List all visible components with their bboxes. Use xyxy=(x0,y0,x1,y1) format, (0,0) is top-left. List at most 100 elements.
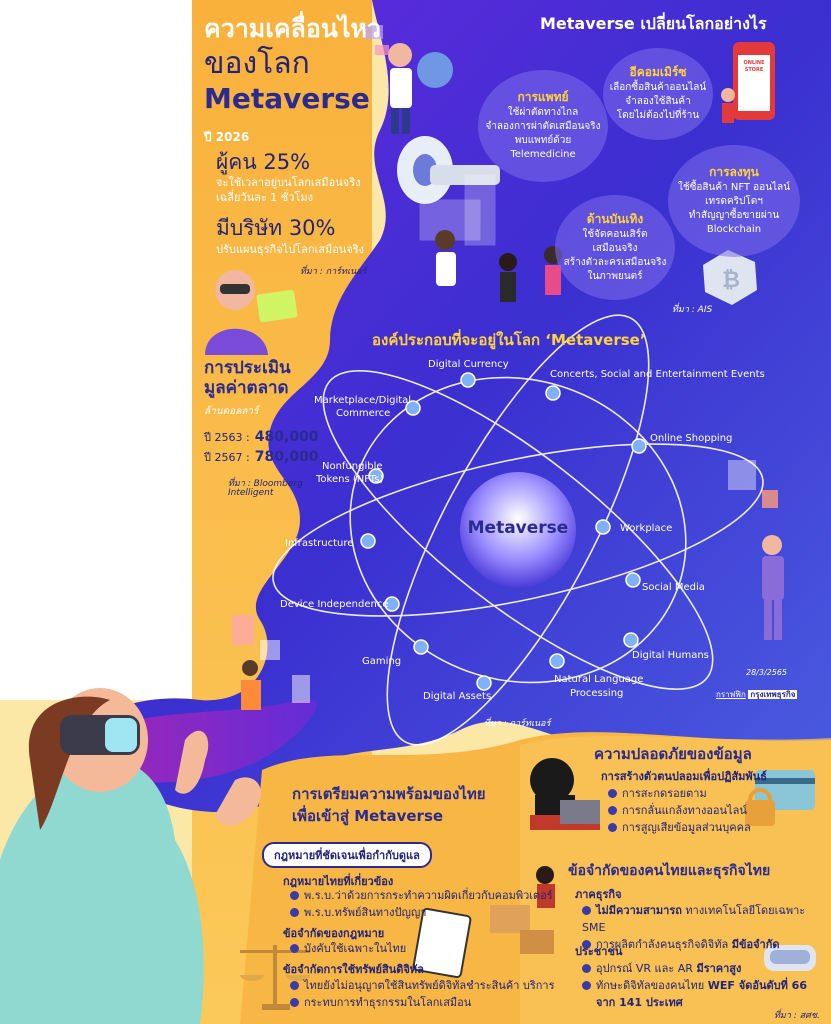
medical-line2: จำลองการผ่าตัดเสมือนจริง xyxy=(485,121,601,132)
store-sign: ONLINE STORE xyxy=(743,60,765,73)
medical-line4: Telemedicine xyxy=(510,149,576,160)
medical-line3: พบแพทย์ด้วย xyxy=(514,135,572,146)
ecommerce-line3: โดยไม่ต้องไปที่ร้าน xyxy=(616,110,700,121)
components-title: องค์ประกอบที่จะอยู่ในโลก ‘Metaverse’ xyxy=(372,331,646,349)
vr-woman-illustration xyxy=(0,688,262,1024)
graphic-credit: กราฟฟิก กรุงเทพธุรกิจ xyxy=(716,688,798,701)
bubble-investment: การลงทุน ใช้ซื้อสินค้า NFT ออนไลน์ เทรดค… xyxy=(668,145,800,257)
label-device-independence: Device Independence xyxy=(280,599,389,610)
label-nlp-2: Processing xyxy=(570,688,624,699)
related-law-list: พ.ร.บ.ว่าด้วยการกระทำความผิดเกี่ยวกับคอม… xyxy=(290,887,553,921)
graphic-date: 28/3/2565 xyxy=(746,668,788,677)
law-limits-heading: ข้อจำกัดของกฎหมาย xyxy=(283,927,385,940)
ui-panels-illustration xyxy=(232,615,310,710)
entertainment-line1: ใช้จัดคอนเสิร์ต xyxy=(582,228,648,240)
people-stat: ผู้คน 25% xyxy=(216,150,311,174)
asset-limits-item: ไทยยังไม่อนุญาตใช้สินทรัพย์ดิจิทัลชำระสิ… xyxy=(290,977,555,994)
label-nft-1: Nonfungible xyxy=(322,461,383,472)
prep-title-2: เพื่อเข้าสู่ Metaverse xyxy=(292,807,444,825)
market-row2-label: ปี 2567 : xyxy=(204,451,250,464)
svg-text:₿: ₿ xyxy=(722,268,740,293)
vr-headset-illustration xyxy=(764,945,816,971)
investment-line4: Blockchain xyxy=(706,224,762,235)
label-infrastructure: Infrastructure xyxy=(285,538,354,549)
ecommerce-title: อีคอมเมิร์ซ xyxy=(629,65,687,79)
title-line3: Metaverse xyxy=(204,82,370,115)
label-online-shopping: Online Shopping xyxy=(650,433,733,444)
bullet-icon xyxy=(582,906,591,915)
clipboard-illustration xyxy=(412,907,472,979)
title-line1: ความเคลื่อนไหว xyxy=(204,14,382,43)
source-bloomberg-1: ที่มา : Bloomberg xyxy=(228,479,303,489)
investment-line1: ใช้ซื้อสินค้า NFT ออนไลน์ xyxy=(677,182,791,193)
business-item: การผลิตกำลังคนธุรกิจดิจิทัล มีข้อจำกัด xyxy=(582,936,831,953)
law-limits-list: บังคับใช้เฉพาะในไทย xyxy=(290,940,406,957)
label-digital-assets: Digital Assets xyxy=(423,691,492,702)
scales-illustration xyxy=(240,945,310,1010)
market-row-2567: ปี 2567 : 780,000 xyxy=(204,446,319,465)
market-row1-value: 480,000 xyxy=(254,429,319,445)
label-workplace: Workplace xyxy=(620,523,673,534)
label-social-media: Social Media xyxy=(642,582,705,593)
business-list: ไม่มีความสามารถ ทางเทคโนโลยีโดยเฉพาะ SME… xyxy=(582,902,831,953)
label-nft-2: Tokens (NFTs) xyxy=(316,474,384,485)
ecommerce-line2: จำลองใช้สินค้า xyxy=(625,96,691,107)
bullet-icon xyxy=(290,944,299,953)
source-nesdc: ที่มา : สศช. xyxy=(774,1011,820,1021)
business-item: ไม่มีความสามารถ ทางเทคโนโลยีโดยเฉพาะ SME xyxy=(582,904,806,934)
asset-limits-list: ไทยยังไม่อนุญาตใช้สินทรัพย์ดิจิทัลชำระสิ… xyxy=(290,977,555,1011)
investment-title: การลงทุน xyxy=(709,165,759,179)
entertainment-line4: ในภาพยนตร์ xyxy=(587,270,643,282)
prep-title-1: การเตรียมความพร้อมของไทย xyxy=(292,785,486,803)
public-item-cont: จาก 141 ประเทศ xyxy=(596,996,683,1009)
label-gaming: Gaming xyxy=(362,656,402,667)
bullet-icon xyxy=(582,981,591,990)
security-list: การสะกดรอยตาม การกลั่นแกล้งทางออนไลน์ กา… xyxy=(608,785,751,836)
asset-limits-heading: ข้อจำกัดการใช้ทรัพย์สินดิจิทัล xyxy=(283,963,424,976)
company-stat: มีบริษัท 30% xyxy=(216,216,336,240)
related-law-item: พ.ร.บ.ว่าด้วยการกระทำความผิดเกี่ยวกับคอม… xyxy=(290,887,553,904)
people-desc-1: จะใช้เวลาอยู่บนโลกเสมือนจริง xyxy=(216,176,361,189)
medical-title: การแพทย์ xyxy=(517,90,569,104)
law-limits-item: บังคับใช้เฉพาะในไทย xyxy=(290,940,406,957)
investment-line3: ทำสัญญาซื้อขายผ่าน xyxy=(688,210,780,221)
bubble-entertainment: ด้านบันเทิง ใช้จัดคอนเสิร์ต เสมือนจริง ส… xyxy=(555,195,675,300)
bullet-icon xyxy=(290,891,299,900)
mri-illustration xyxy=(397,136,500,204)
asset-limits-item: กระทบการทำธุรกรรมในโลกเสมือน xyxy=(290,994,555,1011)
card-lock-illustration xyxy=(745,770,815,826)
medical-line1: ใช้ผ่าตัดทางไกล xyxy=(507,107,579,118)
bullet-icon xyxy=(290,981,299,990)
bullet-icon xyxy=(290,908,299,917)
market-unit: ล้านดอลลาร์ xyxy=(204,406,259,417)
people-desc-2: เฉลี่ยวันละ 1 ชั่วโมง xyxy=(216,191,313,204)
security-item: การกลั่นแกล้งทางออนไลน์ xyxy=(608,802,751,819)
security-subtitle: การสร้างตัวตนปลอมเพื่อปฏิสัมพันธ์ xyxy=(601,770,767,783)
law-tag: กฎหมายที่ชัดเจนเพื่อกำกับดูแล xyxy=(262,842,432,868)
bullet-icon xyxy=(608,806,617,815)
bullet-icon xyxy=(582,940,591,949)
label-marketplace-2: Commerce xyxy=(336,408,391,419)
bullet-icon xyxy=(608,823,617,832)
atom-center-label: Metaverse xyxy=(467,518,569,538)
market-row-2563: ปี 2563 : 480,000 xyxy=(204,426,319,445)
investment-line2: เทรดคริปโตฯ xyxy=(705,196,763,207)
top-man-illustration xyxy=(365,25,453,134)
ecommerce-line1: เลือกซื้อสินค้าออนไลน์ xyxy=(609,82,707,93)
security-title: ความปลอดภัยของข้อมูล xyxy=(594,745,752,763)
presenter-illustration xyxy=(728,460,784,640)
vr-man-illustration xyxy=(205,270,298,355)
label-marketplace-1: Marketplace/Digital xyxy=(314,395,412,406)
doctor-illustration xyxy=(419,174,496,286)
boxes-illustration xyxy=(490,866,555,954)
bubble-medical: การแพทย์ ใช้ผ่าตัดทางไกล จำลองการผ่าตัดเ… xyxy=(478,70,608,182)
public-heading: ประชาชน xyxy=(575,945,623,958)
public-item: อุปกรณ์ VR และ AR มีราคาสูง xyxy=(582,960,807,977)
title-line2: ของโลก xyxy=(204,46,310,81)
year-label: ปี 2026 xyxy=(204,130,250,144)
limits-title: ข้อจำกัดของคนไทยและธุรกิจไทย xyxy=(568,863,771,879)
label-concerts-events: Concerts, Social and Entertainment Event… xyxy=(550,369,765,380)
security-item: การสะกดรอยตาม xyxy=(608,785,751,802)
business-heading: ภาคธุรกิจ xyxy=(575,888,622,901)
